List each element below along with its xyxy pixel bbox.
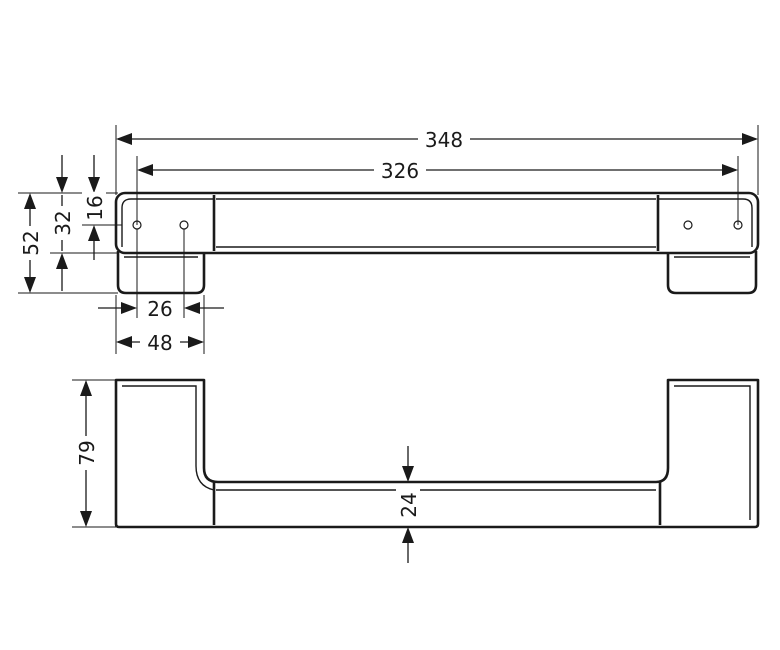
dim-label-48: 48 [147, 331, 172, 355]
top-right-mount-base [666, 251, 758, 295]
dim-32: 32 [50, 155, 75, 291]
dim-label-326: 326 [381, 159, 419, 183]
dim-label-32: 32 [51, 210, 75, 235]
top-left-mount-base [116, 251, 206, 295]
dim-label-348: 348 [425, 128, 463, 152]
dim-label-79: 79 [75, 440, 99, 465]
top-bar-grip [216, 198, 656, 248]
dim-26: 26 [98, 229, 224, 321]
dim-48: 48 [115, 295, 205, 355]
dim-348: 348 [115, 125, 759, 195]
side-view-outline [114, 378, 760, 529]
dim-79: 79 [72, 379, 116, 528]
top-left-mount-inner [121, 198, 214, 247]
dim-label-26: 26 [147, 297, 172, 321]
side-view-left-inner [122, 385, 215, 491]
top-right-mount-inner [658, 198, 753, 247]
top-bar-outline [114, 191, 760, 255]
top-view [114, 191, 760, 295]
side-view-right-inner [674, 385, 751, 520]
mount-hole-left-2 [179, 220, 189, 230]
dim-label-16: 16 [83, 195, 107, 220]
dim-label-24: 24 [397, 492, 421, 517]
side-view [114, 378, 760, 529]
dim-52: 52 [18, 193, 43, 293]
mount-hole-right-1 [683, 220, 693, 230]
dim-16: 16 [82, 155, 107, 260]
dim-326: 326 [136, 156, 739, 225]
dim-label-52: 52 [19, 230, 43, 255]
dim-24: 24 [396, 446, 421, 563]
